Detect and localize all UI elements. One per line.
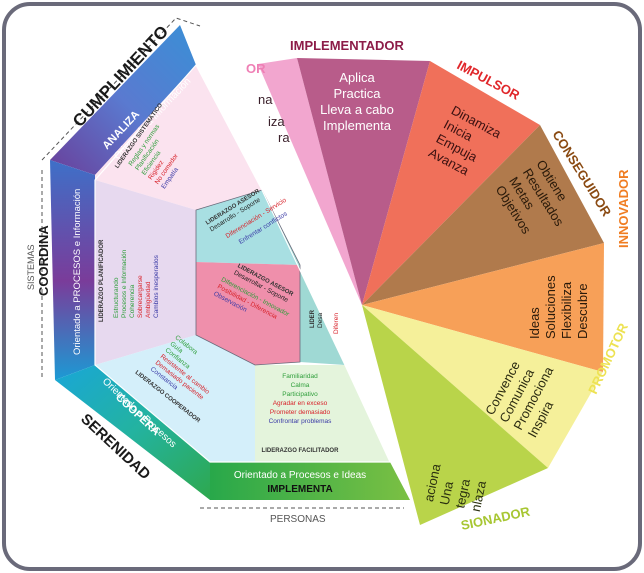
area-asesor-top [196,190,300,270]
implementa-style: LIDERAZGO FACILITADOR [262,448,340,454]
implementador-line-1: Aplica [339,70,375,85]
segment-title-innovador: INNOVADOR [616,169,631,248]
segment-impulsor [362,61,540,305]
segment-conseguidor [362,125,604,305]
coordina-trait-3: Coherencia [129,284,136,318]
left-diagram [41,17,410,509]
partial-line: Desa [317,312,324,328]
implementa-content: Familiaridad Calma Participativo Agradar… [262,373,340,454]
implementador-line-2: Practica [334,86,382,101]
implementa-trait-6: Confrontar problemas [269,418,333,425]
sionador-line-4: nlaza [468,479,489,513]
axis-dash-top [41,17,201,161]
area-asesor-mid [196,262,300,365]
label-sistemas: SISTEMAS [26,244,36,290]
outer-outline [94,63,391,463]
label-personas: PERSONAS [270,514,326,525]
area-analiza [95,65,262,210]
coordina-trait-1: Estructurando [113,277,120,318]
or-line-3: ra [278,130,290,145]
segment-title-implementador: IMPLEMENTADOR [290,38,404,53]
implementa-trait-1: Familiaridad [282,373,318,380]
partial-trait: Diferen [333,313,340,334]
implementa-subtitle: Orientado a Procesos e Ideas [234,470,366,481]
coordina-subtitle: Orientado a PROCESOS e Información [72,189,83,355]
coordina-content: LIDERAZGO PLANIFICADOR Estructurando Pro… [99,239,160,322]
band-coopera [55,365,210,500]
or-line-2: iza [268,114,285,129]
innovador-line-4: Descubre [575,283,590,339]
innovador-line-3: Flexibiliza [559,281,574,339]
implementa-title: IMPLEMENTA [267,484,332,495]
sionador-line-2: Una [437,479,457,506]
area-coordina [95,180,196,365]
partial-style: LIDER [310,309,316,328]
band-coordina [50,160,95,380]
coordina-trait-6: Cambios inesperados [153,254,160,318]
innovador-line-2: Soluciones [543,275,558,339]
or-line-1: na [258,92,273,107]
coordina-trait-4: Sobrecargarse [137,275,144,318]
band-implementa [210,462,410,500]
segment-sionador [362,305,548,525]
implementador-line-4: Implementa [323,118,392,133]
segment-innovador [362,243,604,372]
band-analiza [50,25,196,175]
area-coopera [95,335,255,462]
implementa-trait-2: Calma [291,382,310,389]
implementa-trait-3: Participativo [282,391,318,398]
right-fan [258,58,604,525]
implementador-line-3: Lleva a cabo [320,102,394,117]
innovador-line-1: Ideas [527,307,542,339]
implementa-trait-4: Agradar en exceso [273,400,328,407]
partial-content: LIDER Desa Diferen [310,309,340,334]
segment-implementador [297,58,430,305]
coordina-trait-2: Procesos e Información [121,249,128,318]
segment-or [258,58,362,305]
coordina-trait-5: Ambigüedad [145,281,152,318]
segment-promotor [362,305,603,468]
implementa-trait-5: Prometer demasiado [270,409,331,416]
sionador-line-3: tegra [452,477,473,510]
label-coordina-outer: COORDINA [36,225,51,296]
segment-title-or: OR [246,61,266,76]
coordina-style: LIDERAZGO PLANIFICADOR [99,239,105,322]
